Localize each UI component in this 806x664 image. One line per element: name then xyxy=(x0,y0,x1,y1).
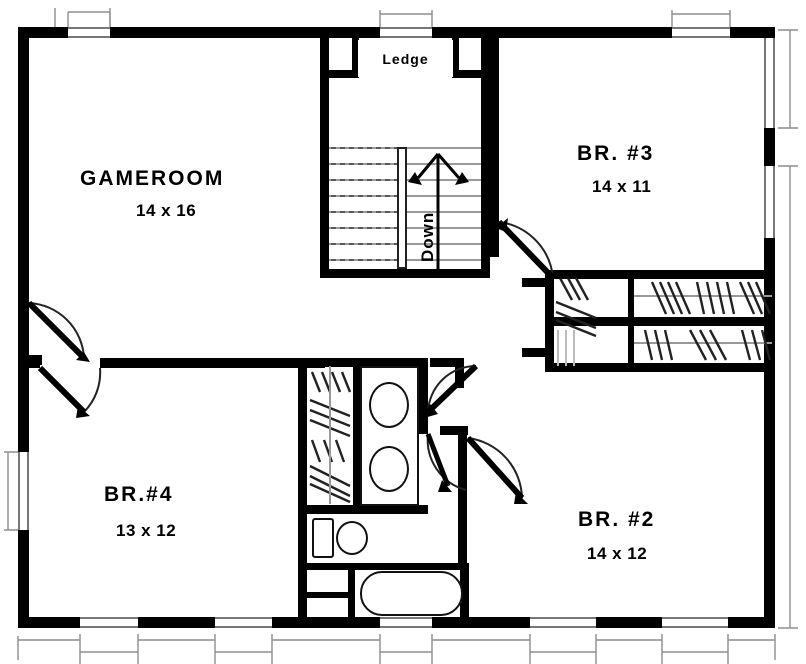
bath-linen-divider-h xyxy=(298,592,355,598)
hall-stub-upper-tick xyxy=(546,272,554,296)
window-br2-bottom-2 xyxy=(662,617,728,628)
stair-wall-left xyxy=(320,38,329,278)
window-br4-bottom xyxy=(80,617,138,628)
ledge-divider-right xyxy=(452,38,459,78)
room-dim-br3: 14 x 11 xyxy=(592,177,652,196)
wall-hall-top-left xyxy=(100,358,325,368)
wall-br4-top xyxy=(18,358,40,368)
down-text: Down xyxy=(418,211,437,262)
door-br4 xyxy=(37,365,102,418)
stair-wall-right xyxy=(481,38,490,278)
bath-wall-vanity-bottom xyxy=(298,505,428,514)
door-gameroom xyxy=(26,300,90,362)
ledge-pocket-left-wall xyxy=(320,70,356,78)
hall-stub-upper xyxy=(522,278,552,287)
closet-block-top-wall xyxy=(545,270,775,279)
window-stair-top xyxy=(380,27,432,38)
wall-hall-bath-stub xyxy=(419,412,428,434)
toilet-bowl xyxy=(336,521,368,555)
bath-wall-top xyxy=(298,358,428,367)
door-bath-hall xyxy=(424,363,479,418)
bath-linen-divider-v xyxy=(348,563,355,620)
room-label-gameroom: GAMEROOM xyxy=(80,167,225,190)
bath-wall-tub-top xyxy=(298,563,469,570)
wall-bath-br2-stub xyxy=(440,426,468,435)
room-label-br4: BR.#4 xyxy=(104,483,174,506)
stair-down-label: Down xyxy=(418,212,438,262)
bathtub xyxy=(360,571,463,616)
ledge-text: Ledge xyxy=(382,50,429,67)
window-br2-bottom xyxy=(530,617,596,628)
window-bath-bottom xyxy=(380,617,432,628)
bath-closet-divider xyxy=(353,358,360,506)
bath-wall-right-upper xyxy=(419,358,428,420)
closet-block-bottom-wall xyxy=(545,363,775,372)
window-br3-top xyxy=(672,27,730,38)
room-label-br3: BR. #3 xyxy=(577,142,655,165)
room-dim-gameroom: 14 x 16 xyxy=(136,201,197,220)
exterior-wall-right xyxy=(764,27,775,628)
hall-stub-lower xyxy=(522,348,552,357)
closet-block-left-wall xyxy=(545,270,554,372)
exterior-wall-left xyxy=(18,27,29,628)
room-dim-br2: 14 x 12 xyxy=(587,544,648,563)
room-dim-br4: 13 x 12 xyxy=(116,521,177,540)
wall-bath-br2 xyxy=(458,430,467,570)
stair-handrail xyxy=(397,147,407,269)
window-br2-right xyxy=(764,166,775,238)
ledge-divider-left xyxy=(352,38,359,78)
stair-wall-bottom xyxy=(320,269,490,278)
bath-wall-right-lower xyxy=(460,563,469,620)
wall-br3-left xyxy=(490,27,499,257)
closet-divider-vertical xyxy=(628,270,634,372)
door-br3 xyxy=(496,218,556,281)
hall-stub-lower-tick xyxy=(546,342,554,366)
wall-hall-br2-top xyxy=(430,358,464,367)
ledge-pocket-right-wall xyxy=(455,70,490,78)
window-br4-left xyxy=(18,452,29,530)
closet-block-mid-wall xyxy=(545,317,775,326)
vanity-sink-lower xyxy=(369,446,409,492)
door-br2 xyxy=(465,435,528,504)
vanity-sink-upper xyxy=(369,382,409,428)
window-gameroom-top xyxy=(68,27,110,38)
bath-wall-left xyxy=(298,358,307,620)
toilet-tank xyxy=(312,518,334,558)
window-br3-right xyxy=(764,38,775,128)
ledge-label: Ledge xyxy=(358,40,453,77)
room-label-br2: BR. #2 xyxy=(578,508,656,531)
window-br4-bottom-2 xyxy=(215,617,272,628)
